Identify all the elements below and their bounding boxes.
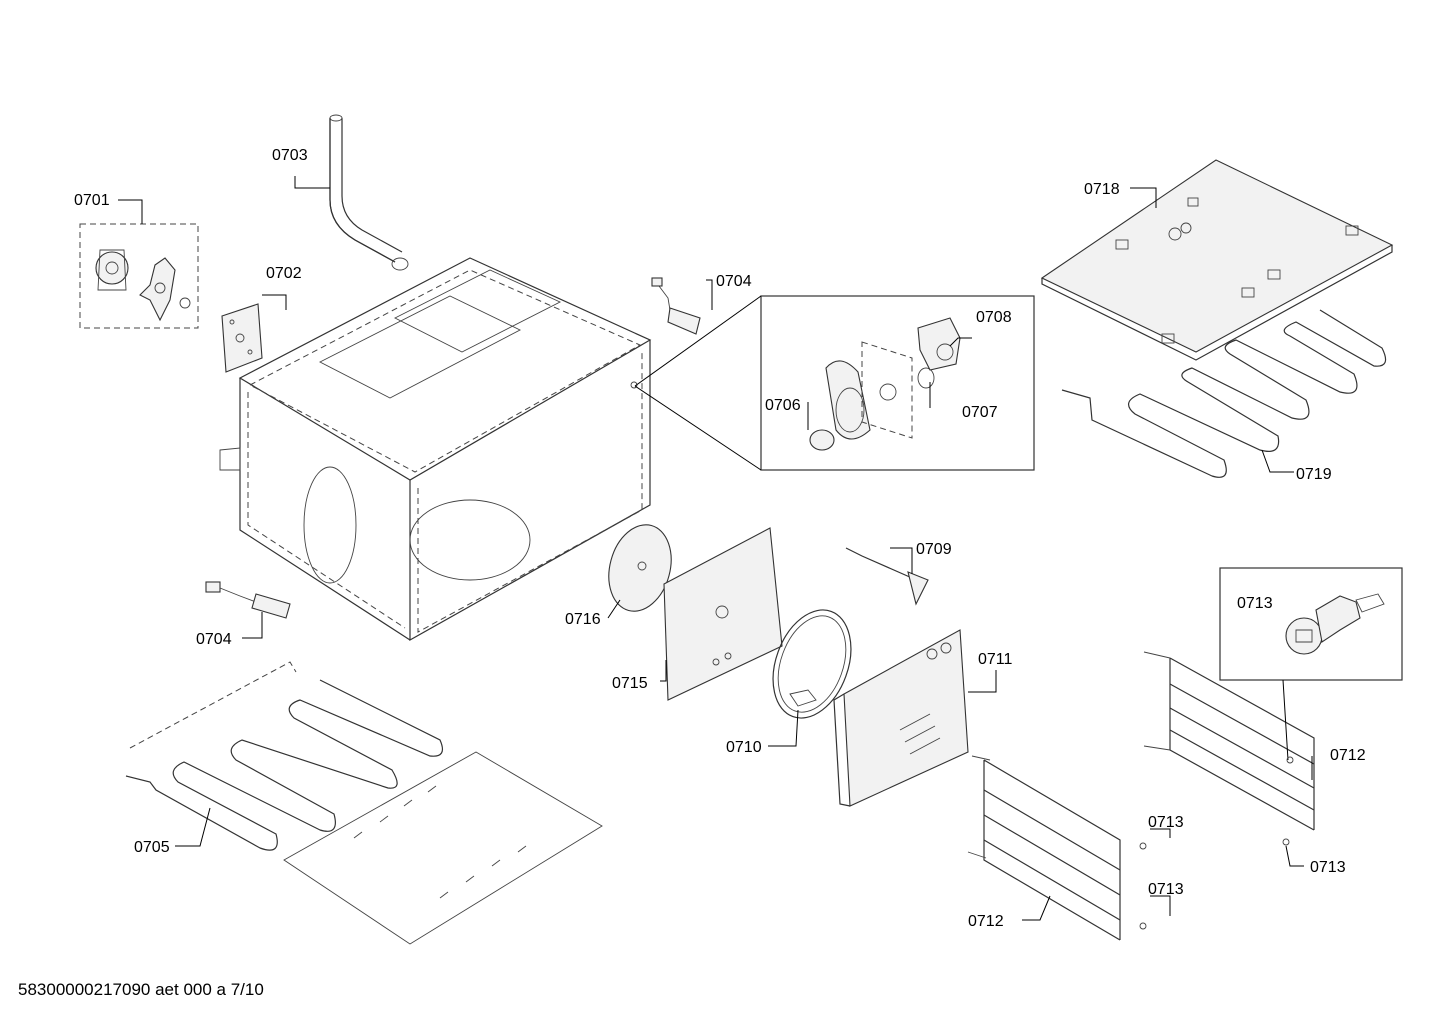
- label-0703: 0703: [272, 147, 308, 164]
- part-0704-sensor-upper: [651, 277, 701, 335]
- part-0716-disc: [608, 524, 672, 612]
- label-0709: 0709: [916, 541, 952, 558]
- label-0713-right: 0713: [1310, 859, 1346, 876]
- part-0710-ring-element: [772, 609, 852, 719]
- part-0709-probe: [845, 547, 929, 606]
- label-0719: 0719: [1296, 466, 1332, 483]
- part-0718-top-plate: [1040, 159, 1394, 361]
- label-0711: 0711: [978, 651, 1013, 668]
- part-0712-rack-left: [967, 755, 1121, 941]
- label-0713-inset: 0713: [1237, 595, 1273, 612]
- part-0715-rear-panel: [663, 527, 783, 701]
- label-0707: 0707: [962, 404, 998, 421]
- part-0719-grill-element: [1061, 309, 1387, 478]
- label-0716: 0716: [565, 611, 601, 628]
- part-0702-bracket: [221, 303, 263, 373]
- label-0712-left: 0712: [968, 913, 1004, 930]
- label-0718: 0718: [1084, 181, 1120, 198]
- part-bottom-plate: [283, 751, 603, 945]
- label-0701: 0701: [74, 192, 110, 209]
- label-0708: 0708: [976, 309, 1012, 326]
- part-0704-sensor-lower: [205, 581, 291, 619]
- part-labels: 0701 0702 0703 0704 0704 0705 0706 0707 …: [74, 147, 1366, 930]
- part-0703-pipe: [329, 114, 409, 271]
- label-0710: 0710: [726, 739, 762, 756]
- document-footer-code: 58300000217090 aet 000 a 7/10: [18, 980, 264, 999]
- label-0715: 0715: [612, 675, 648, 692]
- label-0706: 0706: [765, 397, 801, 414]
- inset-screw: [1219, 567, 1403, 761]
- label-0713-upper: 0713: [1148, 814, 1184, 831]
- oven-cavity: [219, 257, 652, 642]
- label-0705: 0705: [134, 839, 170, 856]
- leader-lines: [118, 176, 1313, 921]
- part-0711-fan-cover: [833, 629, 969, 807]
- part-0712-rack-right: [1143, 651, 1315, 831]
- label-0702: 0702: [266, 265, 302, 282]
- screw-icons: [1139, 756, 1294, 930]
- label-0704-upper: 0704: [716, 273, 752, 290]
- inset-lamp-assembly: [634, 295, 1035, 471]
- part-0705-bottom-element: [125, 661, 443, 851]
- part-0701-fan-motor: [79, 223, 199, 329]
- label-0704-lower: 0704: [196, 631, 232, 648]
- label-0713-lower: 0713: [1148, 881, 1184, 898]
- label-0712-right: 0712: [1330, 747, 1366, 764]
